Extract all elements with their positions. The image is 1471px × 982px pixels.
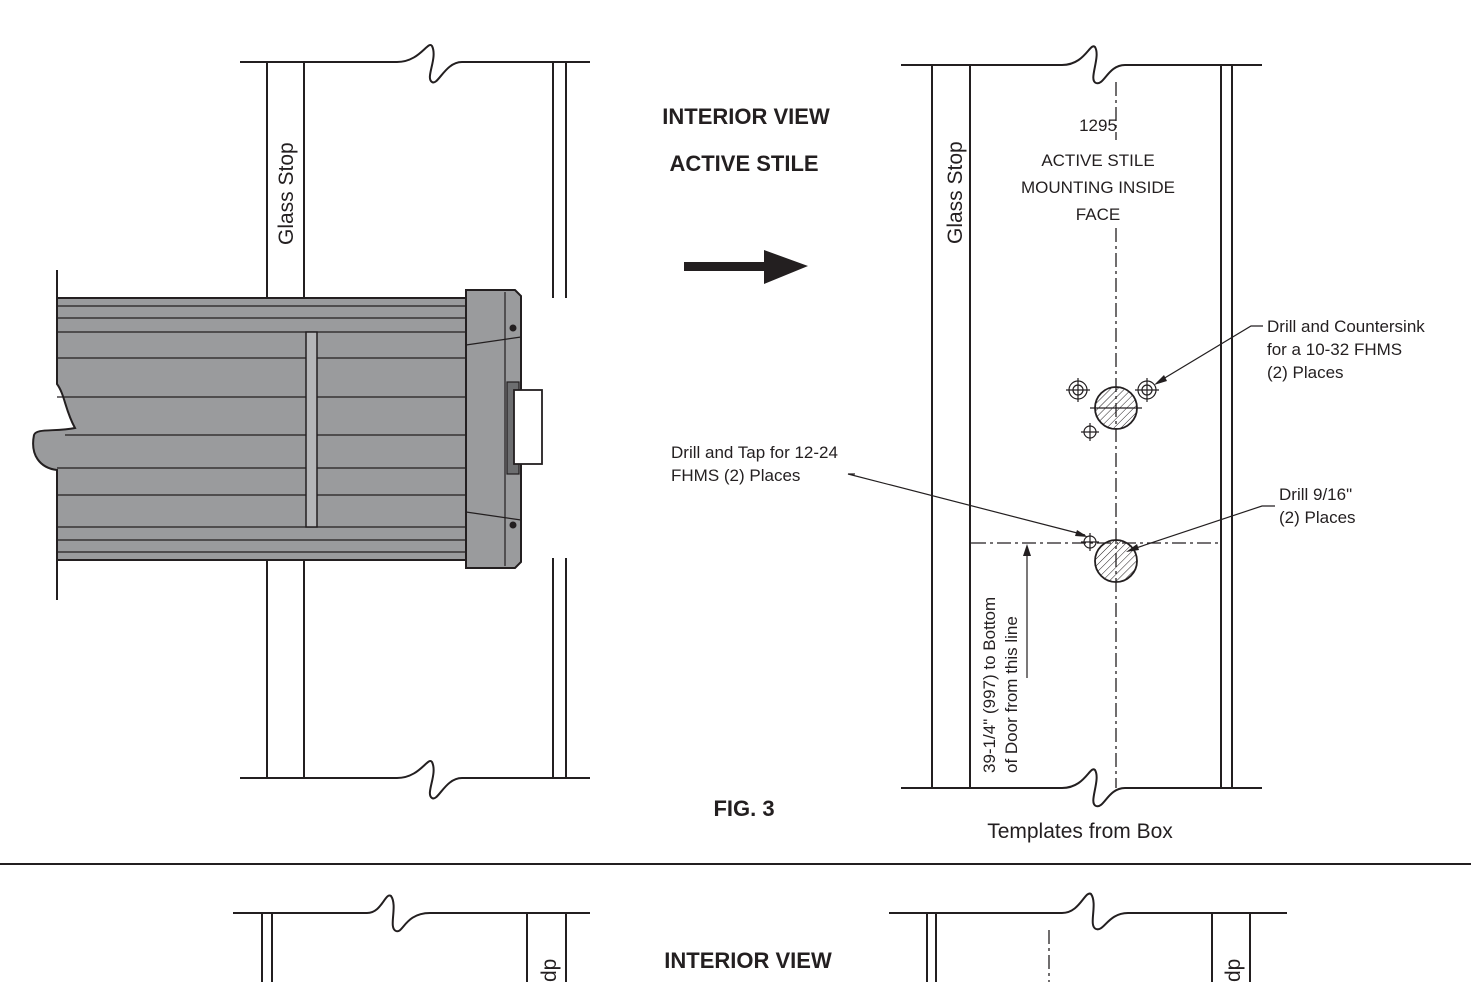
next-right-break-line — [889, 892, 1287, 931]
left-top-break-line — [240, 43, 590, 84]
leader-countersink-head — [1154, 375, 1167, 385]
tap-hole-lower — [1081, 533, 1099, 551]
end-cap-screw-bottom — [509, 521, 517, 529]
countersink-hole-left — [1066, 378, 1090, 402]
active-stile-heading: ACTIVE STILE — [669, 151, 818, 176]
interior-view-heading: INTERIOR VIEW — [662, 104, 830, 129]
exit-device-bar-body — [32, 297, 467, 561]
leader-countersink — [1157, 325, 1263, 383]
exit-device-grooves — [57, 305, 466, 553]
template-line-3: MOUNTING INSIDE — [1021, 178, 1175, 197]
end-cap-seam-top — [465, 336, 522, 346]
leader-tap — [847, 473, 1086, 536]
callout-drill-line-2: (2) Places — [1279, 508, 1356, 527]
next-interior-view-heading: INTERIOR VIEW — [664, 948, 832, 973]
callout-leaders — [847, 325, 1275, 552]
lower-large-hole — [1094, 539, 1138, 583]
left-bottom-break-line — [240, 759, 590, 800]
dimension-note-line-1: 39-1/4" (997) to Bottom — [980, 597, 999, 773]
next-figure-partial: dp INTERIOR VIEW dp — [233, 892, 1287, 982]
next-right-glass-stop-partial: dp — [1222, 959, 1245, 982]
right-template-view: Glass Stop 1295 ACTIVE STILE MOUNTING IN… — [671, 45, 1425, 843]
next-left-glass-stop-partial: dp — [538, 959, 561, 982]
upper-large-hole — [1090, 386, 1142, 430]
dimension-note-line-2: of Door from this line — [1002, 616, 1021, 773]
template-number: 1295 — [1079, 116, 1117, 135]
countersink-hole-right — [1135, 378, 1159, 402]
exit-device-push-pad — [305, 331, 318, 528]
right-arrow-icon — [684, 250, 808, 284]
callout-countersink-line-3: (2) Places — [1267, 363, 1344, 382]
callout-drill-line-1: Drill 9/16" — [1279, 485, 1352, 504]
right-top-break-line — [901, 45, 1262, 85]
end-cap-seam-bottom — [465, 511, 522, 521]
next-left-break-line — [233, 894, 590, 933]
right-bottom-break-line — [901, 768, 1262, 808]
leader-tap-head — [1075, 530, 1088, 537]
exit-device — [32, 289, 543, 569]
left-glass-stop-label: Glass Stop — [275, 142, 298, 245]
leader-drill-head — [1126, 544, 1139, 552]
callout-countersink-line-2: for a 10-32 FHMS — [1267, 340, 1402, 359]
tap-hole-upper — [1081, 423, 1099, 441]
templates-caption: Templates from Box — [987, 820, 1173, 843]
latch-bolt — [513, 389, 543, 465]
callout-countersink-line-1: Drill and Countersink — [1267, 317, 1425, 336]
left-door-view: Glass Stop — [32, 43, 590, 800]
dimension-arrow — [1023, 544, 1031, 678]
end-cap-screw-top — [509, 324, 517, 332]
right-glass-stop-label: Glass Stop — [944, 141, 967, 244]
exit-device-end-cap — [465, 289, 522, 569]
callout-tap-line-1: Drill and Tap for 12-24 — [671, 443, 838, 462]
template-line-2: ACTIVE STILE — [1041, 151, 1154, 170]
fig-3-label: FIG. 3 — [713, 796, 774, 821]
template-line-4: FACE — [1076, 205, 1120, 224]
leader-drill — [1129, 505, 1275, 551]
callout-tap-line-2: FHMS (2) Places — [671, 466, 800, 485]
